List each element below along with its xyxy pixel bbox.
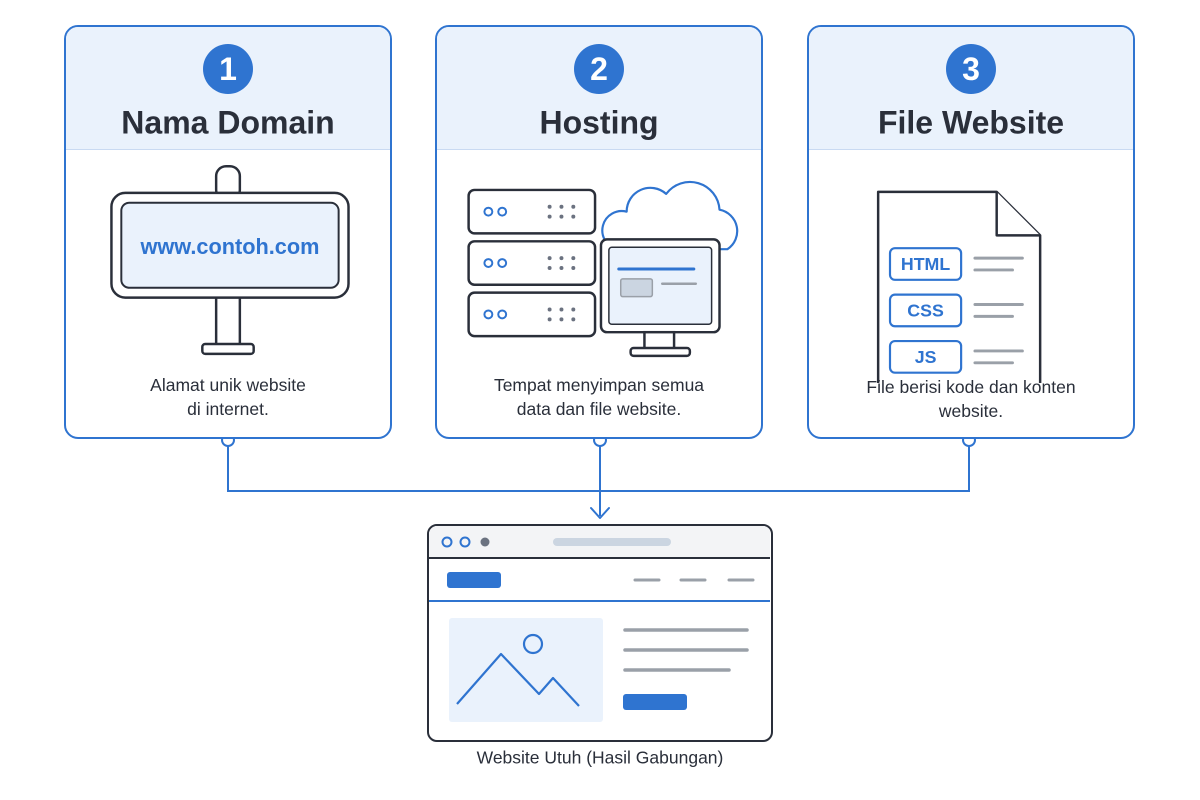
card-header: 2 Hosting — [437, 27, 761, 150]
cta-button — [623, 694, 687, 710]
monitor-icon — [599, 238, 721, 358]
card-title-domain: Nama Domain — [121, 104, 335, 141]
card-header: 3 File Website — [809, 27, 1133, 150]
result-caption: Website Utuh (Hasil Gabungan) — [476, 747, 724, 768]
address-bar — [553, 538, 671, 546]
document-icon: HTML CSS JS — [876, 190, 1042, 383]
window-dot — [441, 536, 453, 548]
window-dot — [480, 537, 490, 547]
card-title-files: File Website — [877, 104, 1065, 141]
window-dot — [459, 536, 471, 548]
card-header: 1 Nama Domain — [66, 27, 390, 150]
signpost-icon: www.contoh.com — [110, 164, 350, 356]
step-badge-1: 1 — [203, 44, 253, 94]
card-description-domain: Alamat unik website di internet. — [150, 375, 306, 419]
svg-text:CSS: CSS — [907, 300, 944, 320]
file-tag-css: CSS — [888, 293, 963, 328]
card-title-hosting: Hosting — [539, 104, 659, 141]
card-hosting: 2 Hosting — [435, 25, 763, 439]
nav-logo — [447, 572, 501, 588]
card-description-files: File berisi kode dan konten website. — [866, 377, 1076, 421]
file-tag-html: HTML — [888, 247, 963, 281]
svg-text:JS: JS — [915, 347, 937, 367]
file-tag-js: JS — [888, 339, 963, 374]
browser-window-icon — [427, 524, 773, 742]
server-rack-icon — [467, 188, 597, 338]
step-badge-3: 3 — [946, 44, 996, 94]
card-domain: 1 Nama Domain www.contoh.com Alamat unik… — [64, 25, 392, 439]
sign-text: www.contoh.com — [139, 234, 319, 259]
card-files: 3 File Website HTML CSS JS File berisi k… — [807, 25, 1135, 439]
svg-text:HTML: HTML — [901, 254, 950, 274]
cloud-icon — [601, 180, 739, 251]
image-placeholder-icon — [449, 618, 603, 722]
step-badge-2: 2 — [574, 44, 624, 94]
card-description-hosting: Tempat menyimpan semua data dan file web… — [493, 375, 705, 419]
